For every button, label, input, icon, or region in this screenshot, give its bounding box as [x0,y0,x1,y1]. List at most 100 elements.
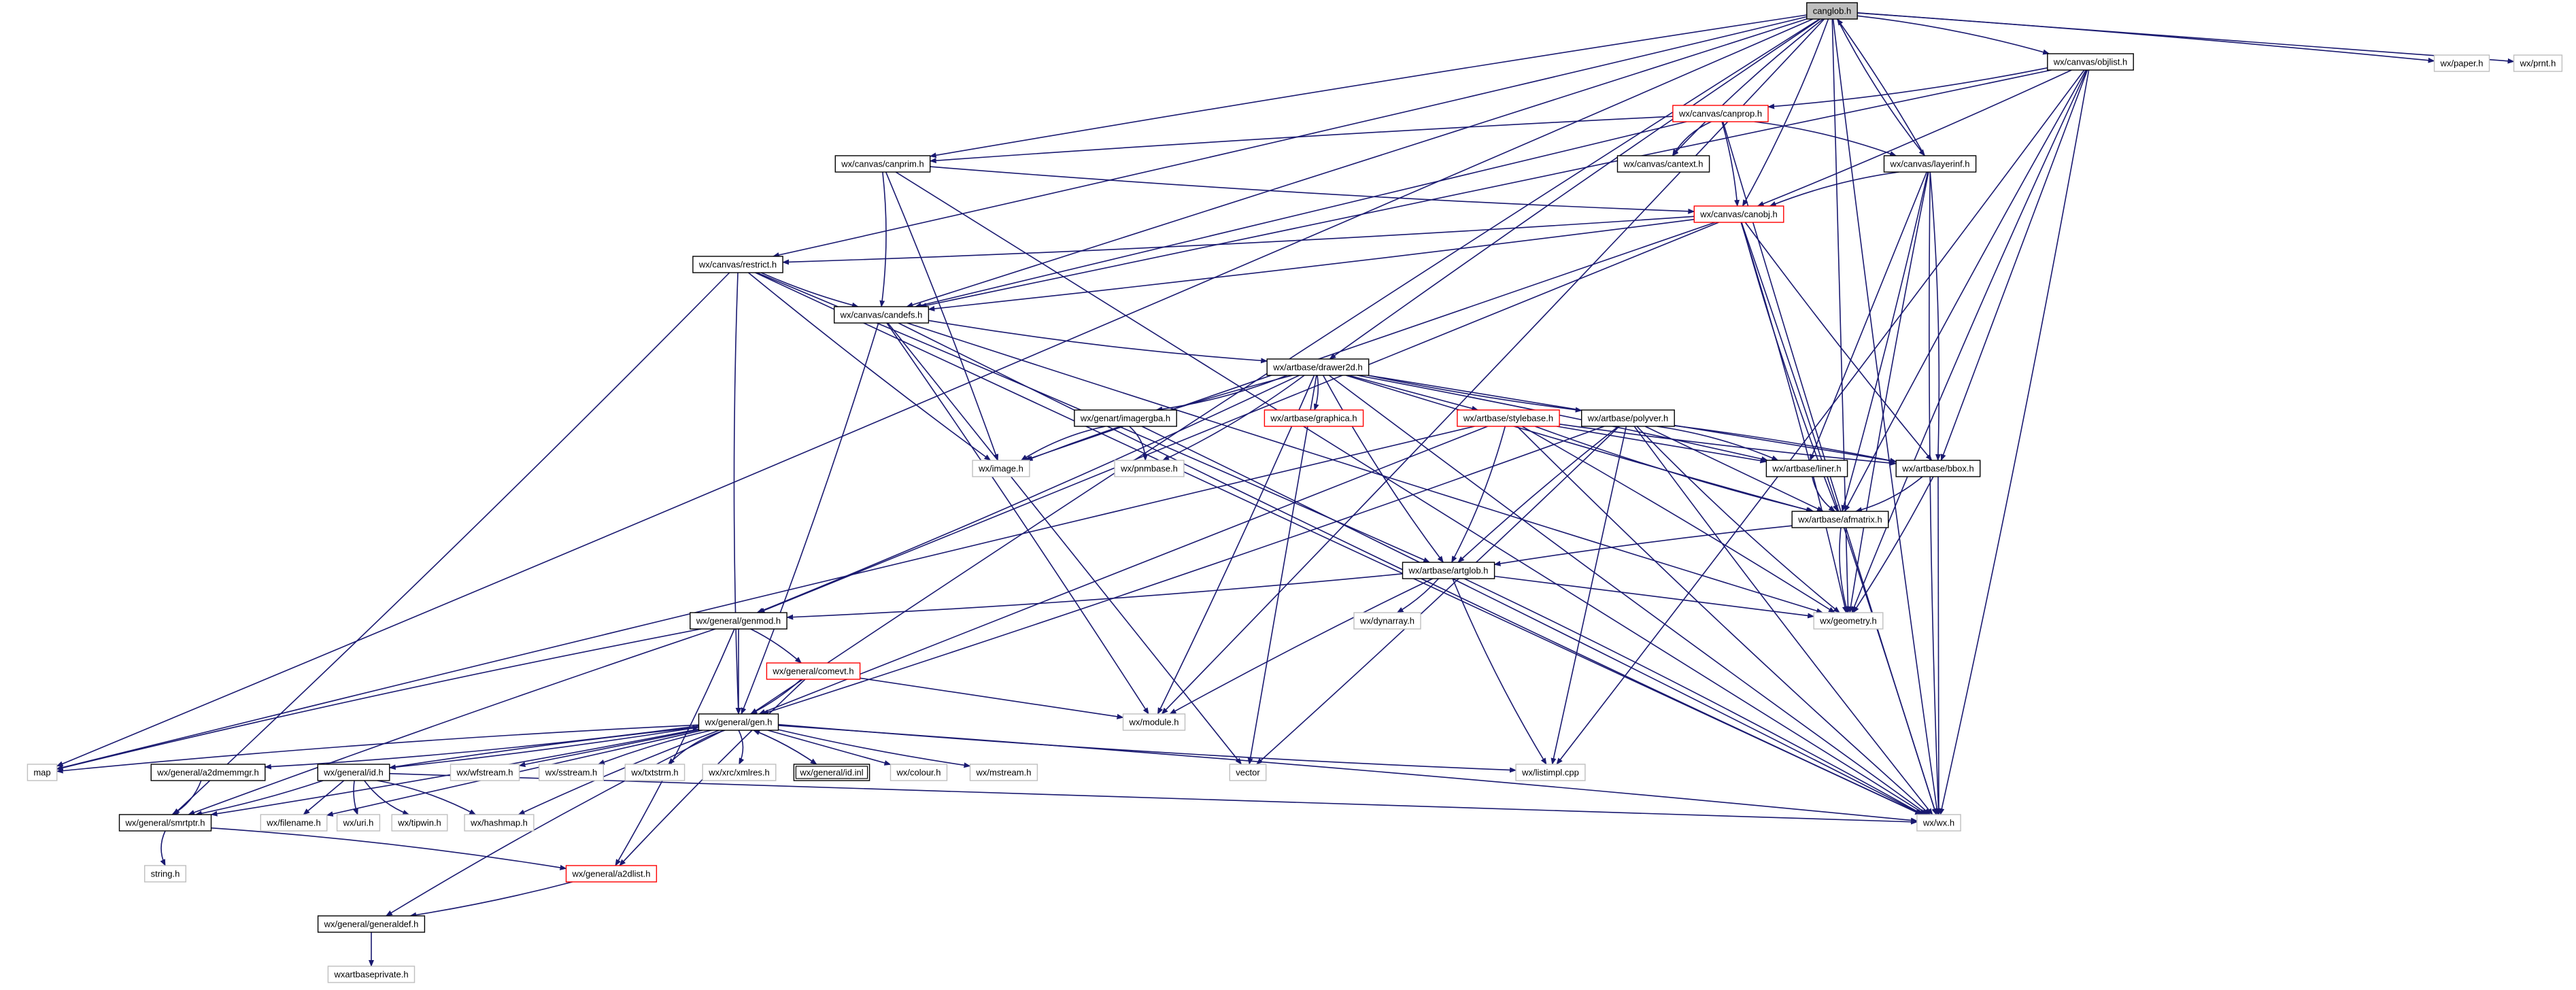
edge-layerinf-to-canobj [1769,171,1899,207]
node-idinl[interactable]: wx/general/id.inl [793,764,870,781]
node-sstream: wx/sstream.h [539,764,605,781]
node-polyver[interactable]: wx/artbase/polyver.h [1580,409,1675,427]
edge-canglob-to-cantext [1672,18,1824,156]
node-wxh-box [1916,814,1961,832]
edge-artglob-to-genmod [786,573,1403,620]
edge-drawer2d-to-pnmbase [1162,375,1305,461]
edge-gen-to-listimpl [778,723,1517,773]
node-comevt[interactable]: wx/general/comevt.h [766,662,861,680]
node-paper-label: wx/paper.h [2440,58,2484,69]
node-listimpl-label: wx/listimpl.cpp [1521,768,1579,778]
node-graphica[interactable]: wx/artbase/graphica.h [1264,409,1364,427]
node-restrict[interactable]: wx/canvas/restrict.h [692,256,783,273]
node-genmod[interactable]: wx/general/genmod.h [690,612,787,630]
node-stylebase-box [1457,409,1560,427]
node-mstream-box [969,764,1038,781]
node-genmod-label: wx/general/genmod.h [696,616,781,626]
node-afmatrix[interactable]: wx/artbase/afmatrix.h [1791,511,1889,528]
node-wfstream-box [450,764,520,781]
edge-artglob-to-module [1169,578,1434,715]
node-listimpl-box [1515,764,1586,781]
edge-layerinf-to-afmatrix [1841,171,1929,512]
node-idh[interactable]: wx/general/id.h [317,764,390,781]
node-cantext-label: wx/canvas/cantext.h [1623,159,1703,169]
edge-canobj-to-bbox [1744,222,1933,461]
node-stylebase[interactable]: wx/artbase/stylebase.h [1457,409,1560,427]
node-geometry: wx/geometry.h [1813,612,1884,630]
node-canglob-label: canglob.h [1813,6,1851,16]
edge-drawer2d-to-afmatrix [1345,375,1813,513]
node-artglob[interactable]: wx/artbase/artglob.h [1402,562,1495,579]
node-wfstream: wx/wfstream.h [450,764,520,781]
node-a2dlist-label: wx/general/a2dlist.h [572,869,651,879]
edge-gen-to-xmlres [738,730,745,765]
edge-idh-to-tipwin [364,780,410,815]
node-layerinf[interactable]: wx/canvas/layerinf.h [1883,155,1977,173]
edge-layerinf-to-wxh [1929,171,1942,815]
edge-polyver-to-geometry [1636,426,1840,613]
node-smrtptr[interactable]: wx/general/smrtptr.h [118,814,212,832]
node-objlist[interactable]: wx/canvas/objlist.h [2047,53,2134,71]
edge-stylebase-to-artglob [1451,426,1506,563]
node-idinl-label: wx/general/id.inl [799,768,863,778]
node-image-box [972,460,1030,477]
node-cantext[interactable]: wx/canvas/cantext.h [1616,155,1710,173]
node-colour-box [889,764,948,781]
edge-gen-to-sstream [597,730,712,765]
edge-idh-to-filename [303,780,345,815]
node-uri-label: wx/uri.h [343,818,374,828]
edge-idinl-to-gen [753,730,817,765]
node-candefs[interactable]: wx/canvas/candefs.h [833,306,930,324]
edge-canobj-to-candefs [928,218,1695,311]
node-module-box [1122,713,1186,731]
node-colour: wx/colour.h [889,764,948,781]
edge-gen-to-txtstrm [668,730,726,765]
edge-layerinf-to-canglob [1837,18,1925,156]
node-colour-label: wx/colour.h [896,768,940,778]
edge-canglob-to-restrict [772,16,1807,258]
node-filename-box [260,814,328,832]
node-canobj[interactable]: wx/canvas/canobj.h [1693,205,1784,223]
node-bbox[interactable]: wx/artbase/bbox.h [1895,460,1981,477]
edge-artglob-to-listimpl [1452,578,1547,765]
edge-canglob-to-prnt [1857,12,2515,64]
node-wxh: wx/wx.h [1916,814,1961,832]
edge-canglob-to-paper [1857,12,2435,63]
node-canobj-box [1693,205,1784,223]
node-generaldef[interactable]: wx/general/generaldef.h [317,915,426,933]
edge-imagergba-to-image [1020,426,1106,461]
node-map-label: map [33,768,50,778]
node-pnmbase-label: wx/pnmbase.h [1120,464,1178,474]
edge-canprim-to-canobj [930,166,1695,214]
node-uri-box [336,814,381,832]
node-canprim[interactable]: wx/canvas/canprim.h [834,155,931,173]
node-tipwin: wx/tipwin.h [391,814,448,832]
edge-polyver-to-listimpl [1550,426,1627,765]
edge-canprim-to-wxh [895,171,1927,815]
edge-canprop-to-cantext [1672,121,1712,156]
edge-afmatrix-to-artglob [1493,525,1793,566]
node-canprop[interactable]: wx/canvas/canprop.h [1672,105,1769,122]
node-a2dmemmgr[interactable]: wx/general/a2dmemmgr.h [150,764,266,781]
node-a2dlist[interactable]: wx/general/a2dlist.h [565,865,658,883]
edge-stylebase-to-geometry [1521,426,1835,613]
node-imagergba[interactable]: wx/genart/imagergba.h [1074,409,1177,427]
node-drawer2d[interactable]: wx/artbase/drawer2d.h [1266,358,1370,376]
edge-polyver-to-wxh [1633,426,1933,815]
edge-polyver-to-bbox [1674,425,1897,464]
node-comevt-label: wx/general/comevt.h [772,666,853,677]
node-idh-box [317,764,390,781]
node-pnmbase-box [1114,460,1185,477]
node-sstream-label: wx/sstream.h [545,768,598,778]
edge-canprop-to-canobj [1721,121,1740,207]
node-liner[interactable]: wx/artbase/liner.h [1765,460,1848,477]
node-restrict-box [692,256,783,273]
node-gen-box [698,713,779,731]
node-gen[interactable]: wx/general/gen.h [698,713,779,731]
node-canobj-label: wx/canvas/canobj.h [1699,209,1777,220]
node-canprop-box [1672,105,1769,122]
node-canglob[interactable]: canglob.h [1806,2,1858,20]
edge-a2dmemmgr-to-smrtptr [171,780,202,815]
edge-artglob-to-dynarray [1396,578,1439,613]
node-stringh: string.h [143,865,186,883]
